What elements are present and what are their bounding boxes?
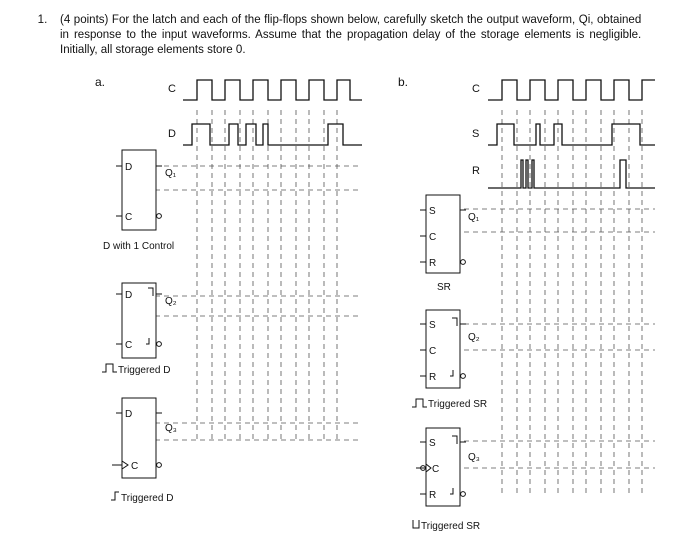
pulse-sr-input-s: S	[429, 320, 436, 331]
part-a-label: a.	[95, 75, 105, 89]
part-a-output-guides	[155, 165, 362, 441]
edge-sr-caption: Triggered SR	[421, 521, 480, 532]
d-latch-caption: D with 1 Control	[103, 241, 174, 252]
d-latch-output-label: Q₁	[165, 168, 177, 179]
sr-latch-input-r: R	[429, 258, 436, 269]
pulse-d-input-c: C	[125, 340, 132, 351]
edge-sr-input-c: C	[432, 464, 439, 475]
rising-edge-trigger-icon	[111, 491, 119, 501]
pulse-triggered-d-symbol: D C Q₂	[116, 282, 177, 359]
pulse-d-input-d: D	[125, 290, 132, 301]
d-latch-input-c: C	[125, 212, 132, 223]
part-b-s-waveform	[488, 123, 655, 146]
edge-d-input-d: D	[125, 409, 132, 420]
pulse-sr-output-label: Q₂	[468, 332, 480, 343]
part-a-clock-waveform	[183, 79, 362, 101]
part-a-vertical-guides	[196, 110, 338, 440]
part-b-r-label: R	[472, 165, 480, 177]
edge-sr-input-s: S	[429, 438, 436, 449]
edge-d-output-label: Q₃	[165, 423, 177, 434]
sr-latch-input-s: S	[429, 206, 436, 217]
edge-d-input-c: C	[131, 461, 138, 472]
edge-triggered-d-symbol: D C Q₃	[112, 397, 177, 479]
part-b-vertical-guides	[501, 110, 643, 495]
part-a-d-waveform	[183, 123, 362, 146]
part-b-clock-waveform	[488, 79, 655, 101]
pulse-d-output-label: Q₂	[165, 296, 177, 307]
question-text-block: 1. (4 points) For the latch and each of …	[38, 12, 642, 57]
pulse-sr-caption: Triggered SR	[428, 399, 487, 410]
d-latch-input-d: D	[125, 162, 132, 173]
sr-latch-symbol: S C R Q₁	[420, 194, 480, 274]
part-b-label: b.	[398, 75, 408, 89]
edge-sr-output-label: Q₃	[468, 452, 480, 463]
sr-latch-output-label: Q₁	[468, 212, 480, 223]
part-b-output-guides	[455, 208, 655, 469]
part-a-clock-label: C	[168, 83, 176, 95]
sr-latch-input-c: C	[429, 232, 436, 243]
question-statement: (4 points) For the latch and each of the…	[60, 12, 642, 56]
pulse-trigger-icon	[102, 363, 117, 373]
part-b-clock-label: C	[472, 83, 480, 95]
sr-latch-caption: SR	[437, 282, 451, 293]
pulse-trigger-icon	[412, 398, 427, 408]
pulse-triggered-sr-symbol: S C R Q₂	[420, 309, 480, 389]
edge-d-caption: Triggered D	[121, 493, 173, 504]
negative-edge-triggered-sr-symbol: S C R Q₃	[416, 427, 480, 507]
part-b-s-label: S	[472, 128, 479, 140]
edge-sr-input-r: R	[429, 490, 436, 501]
part-a-d-label: D	[168, 128, 176, 140]
pulse-d-caption: Triggered D	[118, 365, 170, 376]
pulse-sr-input-r: R	[429, 372, 436, 383]
question-number: 1.	[37, 12, 48, 26]
pulse-sr-input-c: C	[429, 346, 436, 357]
part-b-r-waveform	[488, 159, 655, 189]
falling-edge-trigger-icon	[412, 520, 420, 529]
d-latch-symbol: D C Q₁	[116, 149, 177, 231]
